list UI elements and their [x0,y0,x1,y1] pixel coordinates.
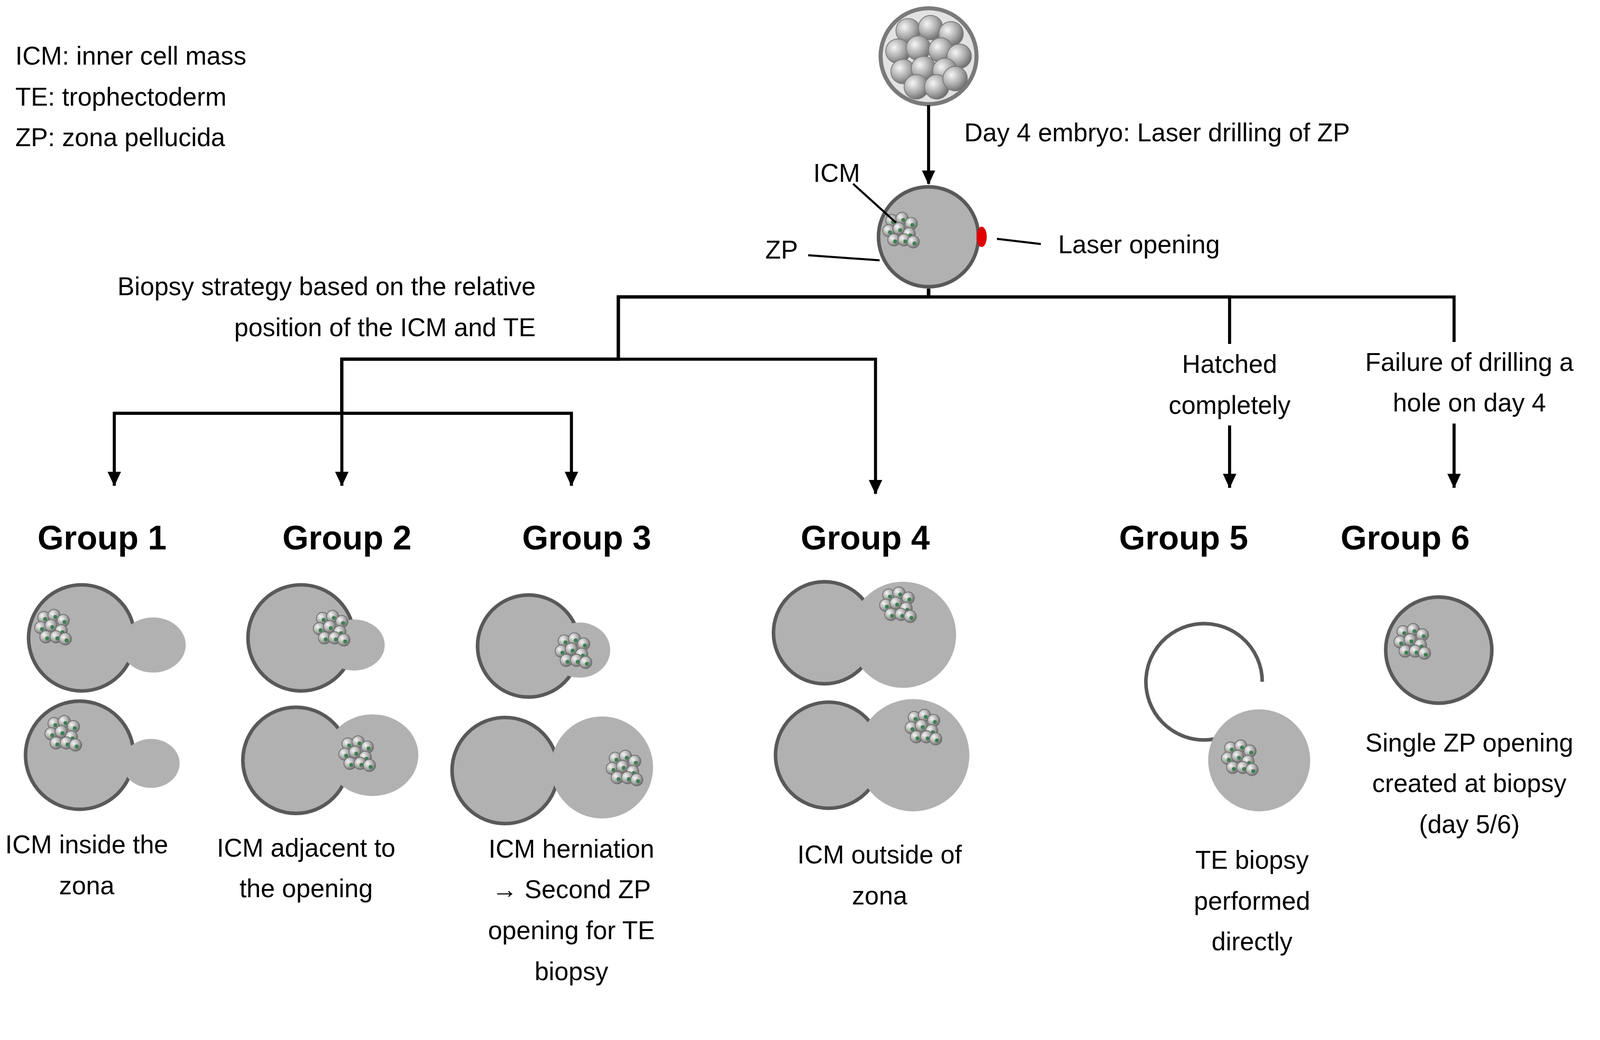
morula-embryo [880,8,977,105]
laser-opening-mark [976,226,987,247]
group-description: ICM adjacent to the opening [214,827,398,910]
biopsy-group: Group 4 ICM outside of zona [750,493,1006,954]
zona-pellucida [242,707,349,814]
development-arrow [927,105,930,184]
morula-cell [903,74,929,100]
morula-zona [880,8,977,105]
day4-blastocyst: Day 4 embryo: Laser drilling of ZP [876,184,981,289]
group-description: ICM outside of zona [777,834,982,917]
branch-label: Failure of drilling a hole on day 4 [1346,341,1592,424]
inner-cell-mass [879,587,917,623]
herniating-trophectoderm [326,714,419,796]
inner-cell-mass [904,709,942,745]
biopsy-group: Group 6 Single ZP opening created at biop… [1334,487,1599,856]
group-heading: Group 2 [282,517,412,559]
group-heading: Group 4 [800,517,930,559]
inner-cell-mass [44,715,82,752]
morula-cell [885,39,911,64]
inner-cell-mass [1221,739,1259,776]
branch-note: Biopsy strategy based on the relative po… [45,266,536,348]
group-description: ICM herniation → Second ZP opening for T… [484,828,659,993]
inner-cell-mass [606,750,643,786]
inner-cell-mass [882,212,920,248]
inner-cell-mass [34,609,72,645]
biopsy-group: Group 1ICM inside the zona [10,485,194,956]
herniating-trophectoderm [323,619,385,671]
abbreviation-note: ICM: inner cell mass [15,35,247,77]
leader-line [997,238,1041,245]
herniating-trophectoderm [849,581,957,688]
zona-pellucida [25,700,134,809]
herniating-trophectoderm [120,617,186,673]
biopsy-group: Group 3 ICM herniation → Second ZP openin… [464,485,684,1037]
part-label: Laser opening [1058,224,1220,266]
inner-cell-mass [1394,623,1431,660]
empty-zona-pellucida [1146,623,1263,740]
biopsy-group: Group 2 ICM adjacent to the opening [204,485,450,956]
part-label: ICM [813,152,861,194]
morula-cell [895,18,921,43]
group-heading: Group 1 [37,517,167,559]
morula-cell [906,35,931,61]
morula-cell [890,59,916,84]
herniating-trophectoderm [550,716,654,819]
zona-pellucida [451,717,559,824]
group-description: Single ZP opening created at biopsy (day… [1346,722,1592,846]
morula-cell [938,21,964,47]
zona-pellucida [773,581,876,684]
inner-cell-mass [338,735,376,772]
zona-pellucida [1385,597,1492,704]
morula-cell [946,43,972,69]
abbreviation-note: TE: trophectoderm [15,76,227,118]
branch-label: Hatched completely [1152,343,1306,426]
group-description: ICM inside the zona [5,824,169,906]
zona-pellucida [247,584,355,691]
herniating-trophectoderm [122,738,180,789]
inner-cell-mass [555,632,592,669]
inner-cell-mass [313,610,350,646]
zona-pellucida [477,594,580,698]
zona-pellucida [775,702,882,809]
zona-pellucida [28,584,135,691]
group-heading: Group 3 [522,517,652,559]
branch-arrow [618,288,929,494]
biopsy-group: Group 5TE biopsy performed directly [1102,487,1332,947]
embryo-caption: Day 4 embryo: Laser drilling of ZP [964,112,1350,154]
leader-line [853,183,897,223]
leader-line [807,255,880,261]
part-label: ZP [765,229,799,271]
herniating-trophectoderm [857,698,970,812]
morula-cell [924,74,950,100]
blastocyst-outline [876,184,981,289]
group-heading: Group 6 [1340,517,1470,559]
morula-cell [918,15,944,41]
herniating-trophectoderm [548,622,611,678]
morula-cell [911,56,936,82]
hatched-blastocyst [1208,709,1311,812]
morula-cell [932,58,958,83]
group-description: TE biopsy performed directly [1170,839,1334,963]
abbreviation-note: ZP: zona pellucida [15,117,226,159]
morula-cell [943,66,968,92]
zona-pellucida [878,186,979,287]
morula-cell [928,37,954,63]
group-heading: Group 5 [1119,517,1249,559]
